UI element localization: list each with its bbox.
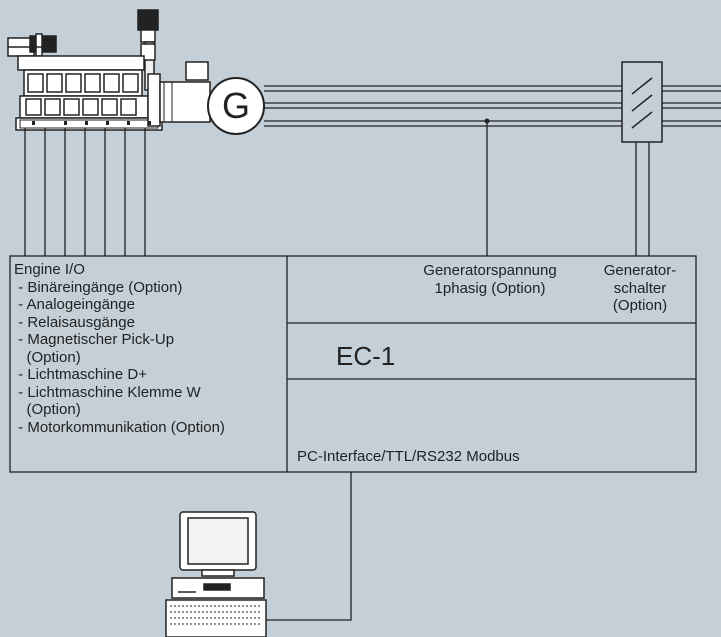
engine-terminals <box>32 121 151 125</box>
pc-icon <box>165 511 267 637</box>
breaker-feedback-wires <box>635 142 650 256</box>
engine-io-item: - Lichtmaschine D+ <box>14 366 147 383</box>
engine-io-title: Engine I/O <box>14 261 85 278</box>
controller-name: EC-1 <box>336 341 396 371</box>
generator-switch-label: Generator- schalter (Option) <box>588 262 692 315</box>
engine-io-item: - Binäreingänge (Option) <box>14 278 183 296</box>
generator-voltage-label: Generatorspannung 1phasig (Option) <box>398 262 582 297</box>
engine-io-item: (Option) <box>14 401 81 418</box>
pc-interface-label: PC-Interface/TTL/RS232 Modbus <box>297 448 520 465</box>
generator-voltage-line1: Generatorspannung <box>423 262 557 279</box>
engine-io-item: - Relaisausgänge <box>14 313 135 331</box>
engine-io-section: Engine I/O - Binäreingänge (Option) - An… <box>14 261 225 436</box>
engine-io-item: (Option) <box>14 348 81 366</box>
generator-symbol <box>207 77 265 135</box>
engine-io-item: - Motorkommunikation (Option) <box>14 418 225 436</box>
engine-icon <box>7 9 211 131</box>
generator-breaker-icon <box>621 61 663 143</box>
ec1-controller-box <box>9 255 697 473</box>
engine-io-item: - Lichtmaschine Klemme W <box>14 383 201 401</box>
generator-switch-line2: schalter <box>613 279 667 297</box>
generator-voltage-line2: 1phasig (Option) <box>434 279 546 297</box>
engine-io-item: - Analogeingänge <box>14 296 135 313</box>
generator-switch-line3: (Option) <box>612 297 668 314</box>
engine-io-item: - Magnetischer Pick-Up <box>14 331 175 348</box>
pc-comm-wire <box>266 472 352 621</box>
generator-letter: G <box>221 85 250 126</box>
generator-switch-line1: Generator- <box>603 262 677 279</box>
engine-io-wires <box>24 128 146 256</box>
